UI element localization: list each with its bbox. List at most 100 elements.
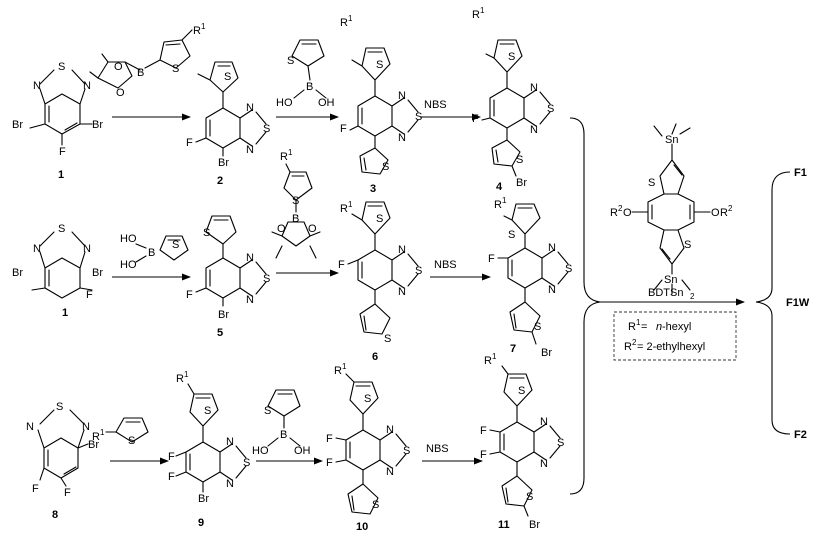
atom-br: Br (516, 177, 527, 189)
atom-s: S (287, 55, 294, 67)
atom-ho: HO (276, 97, 293, 109)
atom-n: N (246, 102, 254, 114)
atom-s: S (415, 111, 422, 123)
atom-f: F (480, 449, 487, 461)
atom-n: N (226, 478, 234, 490)
substituent-r1: R 1 (472, 6, 485, 21)
reagent-bdtsn2: BDTSn 2 (648, 287, 695, 301)
substituent-or2-left: R 2 O (610, 204, 632, 219)
legend-r2-definition: R 2 = 2-ethylhexyl (624, 338, 705, 353)
atom-o: O (114, 61, 123, 73)
svg-text:2: 2 (618, 204, 623, 213)
atom-s: S (526, 491, 533, 503)
atom-n: N (386, 424, 394, 436)
substituent-legend-box (613, 311, 737, 361)
compound-label-9: 9 (198, 517, 204, 529)
atom-f: F (326, 457, 333, 469)
atom-n: N (83, 243, 91, 255)
svg-text:1: 1 (100, 428, 105, 437)
atom-n: N (83, 80, 91, 92)
svg-text:1: 1 (348, 200, 353, 209)
atom-oh: OH (294, 445, 311, 457)
svg-text:O: O (711, 207, 720, 219)
atom-n: N (226, 436, 234, 448)
atom-b: B (148, 247, 155, 259)
atom-n: N (398, 286, 406, 298)
svg-text:1: 1 (342, 362, 347, 371)
svg-text:1: 1 (502, 196, 507, 205)
substituent-r1: R 1 (340, 14, 353, 29)
atom-f: F (186, 137, 193, 149)
compound-label-4: 4 (496, 181, 503, 193)
atom-s: S (204, 405, 211, 417)
atom-b: B (137, 67, 144, 79)
svg-text:1: 1 (636, 318, 641, 327)
atom-f: F (480, 425, 487, 437)
bdt-distannane-structure (631, 123, 711, 295)
atom-n: N (33, 80, 41, 92)
atom-s: S (263, 123, 270, 135)
svg-text:1: 1 (348, 14, 353, 23)
atom-s: S (172, 239, 179, 251)
substituent-r1: R 1 (176, 370, 189, 385)
atom-n: N (398, 244, 406, 256)
atom-f: F (338, 259, 345, 271)
svg-text:-hexyl: -hexyl (662, 321, 691, 333)
reagent-thienyl-pinacolboronate (271, 163, 321, 259)
atom-s: S (376, 213, 383, 225)
atom-f: F (86, 289, 93, 301)
reagent-thienyl-pinacolboronate (89, 29, 193, 89)
product-f1: F1 (794, 167, 807, 179)
svg-text:2: 2 (690, 292, 695, 301)
svg-text:1: 1 (480, 6, 485, 15)
atom-s: S (508, 229, 515, 241)
right-brace (755, 171, 791, 435)
atom-s: S (516, 154, 523, 166)
compound-6-structure (347, 201, 419, 335)
atom-s: S (264, 405, 271, 417)
atom-s: S (364, 393, 371, 405)
atom-s: S (292, 195, 299, 207)
atom-ho: HO (252, 445, 269, 457)
atom-s: S (172, 63, 179, 75)
atom-n: N (82, 421, 90, 433)
compound-1-structure (31, 231, 93, 299)
atom-n: N (548, 284, 556, 296)
svg-text:R: R (484, 355, 492, 367)
atom-n: N (540, 458, 548, 470)
svg-text:R: R (610, 207, 618, 219)
legend-r1-definition: R 1 = n -hexyl (628, 318, 691, 333)
svg-text:R: R (92, 431, 100, 443)
svg-text:R: R (334, 365, 342, 377)
atom-f: F (488, 253, 495, 265)
svg-text:R: R (340, 203, 348, 215)
svg-text:R: R (472, 9, 480, 21)
atom-s: S (128, 435, 135, 447)
atom-n: N (246, 144, 254, 156)
compound-5-structure (195, 215, 267, 307)
substituent-r1: R 1 (280, 148, 293, 163)
atom-sn: Sn (665, 134, 678, 146)
atom-br: Br (218, 309, 229, 321)
atom-br: Br (12, 119, 23, 131)
atom-n: N (398, 90, 406, 102)
compound-4-structure (481, 39, 551, 177)
atom-s: S (534, 321, 541, 333)
atom-n: N (26, 421, 34, 433)
atom-f: F (32, 483, 39, 495)
atom-s: S (382, 161, 389, 173)
atom-br: Br (92, 119, 103, 131)
substituent-r1: R 1 (340, 200, 353, 215)
substituent-r1: R 1 (484, 352, 497, 367)
atom-n: N (386, 466, 394, 478)
reagent-nbs-2: NBS (434, 259, 457, 271)
compound-8-structure (37, 409, 89, 487)
atom-s: S (648, 177, 655, 189)
atom-f: F (326, 433, 333, 445)
svg-text:1: 1 (492, 352, 497, 361)
atom-oh: OH (318, 97, 335, 109)
atom-n: N (548, 242, 556, 254)
atom-n: N (33, 243, 41, 255)
svg-text:R: R (193, 25, 201, 37)
atom-s: S (372, 499, 379, 511)
